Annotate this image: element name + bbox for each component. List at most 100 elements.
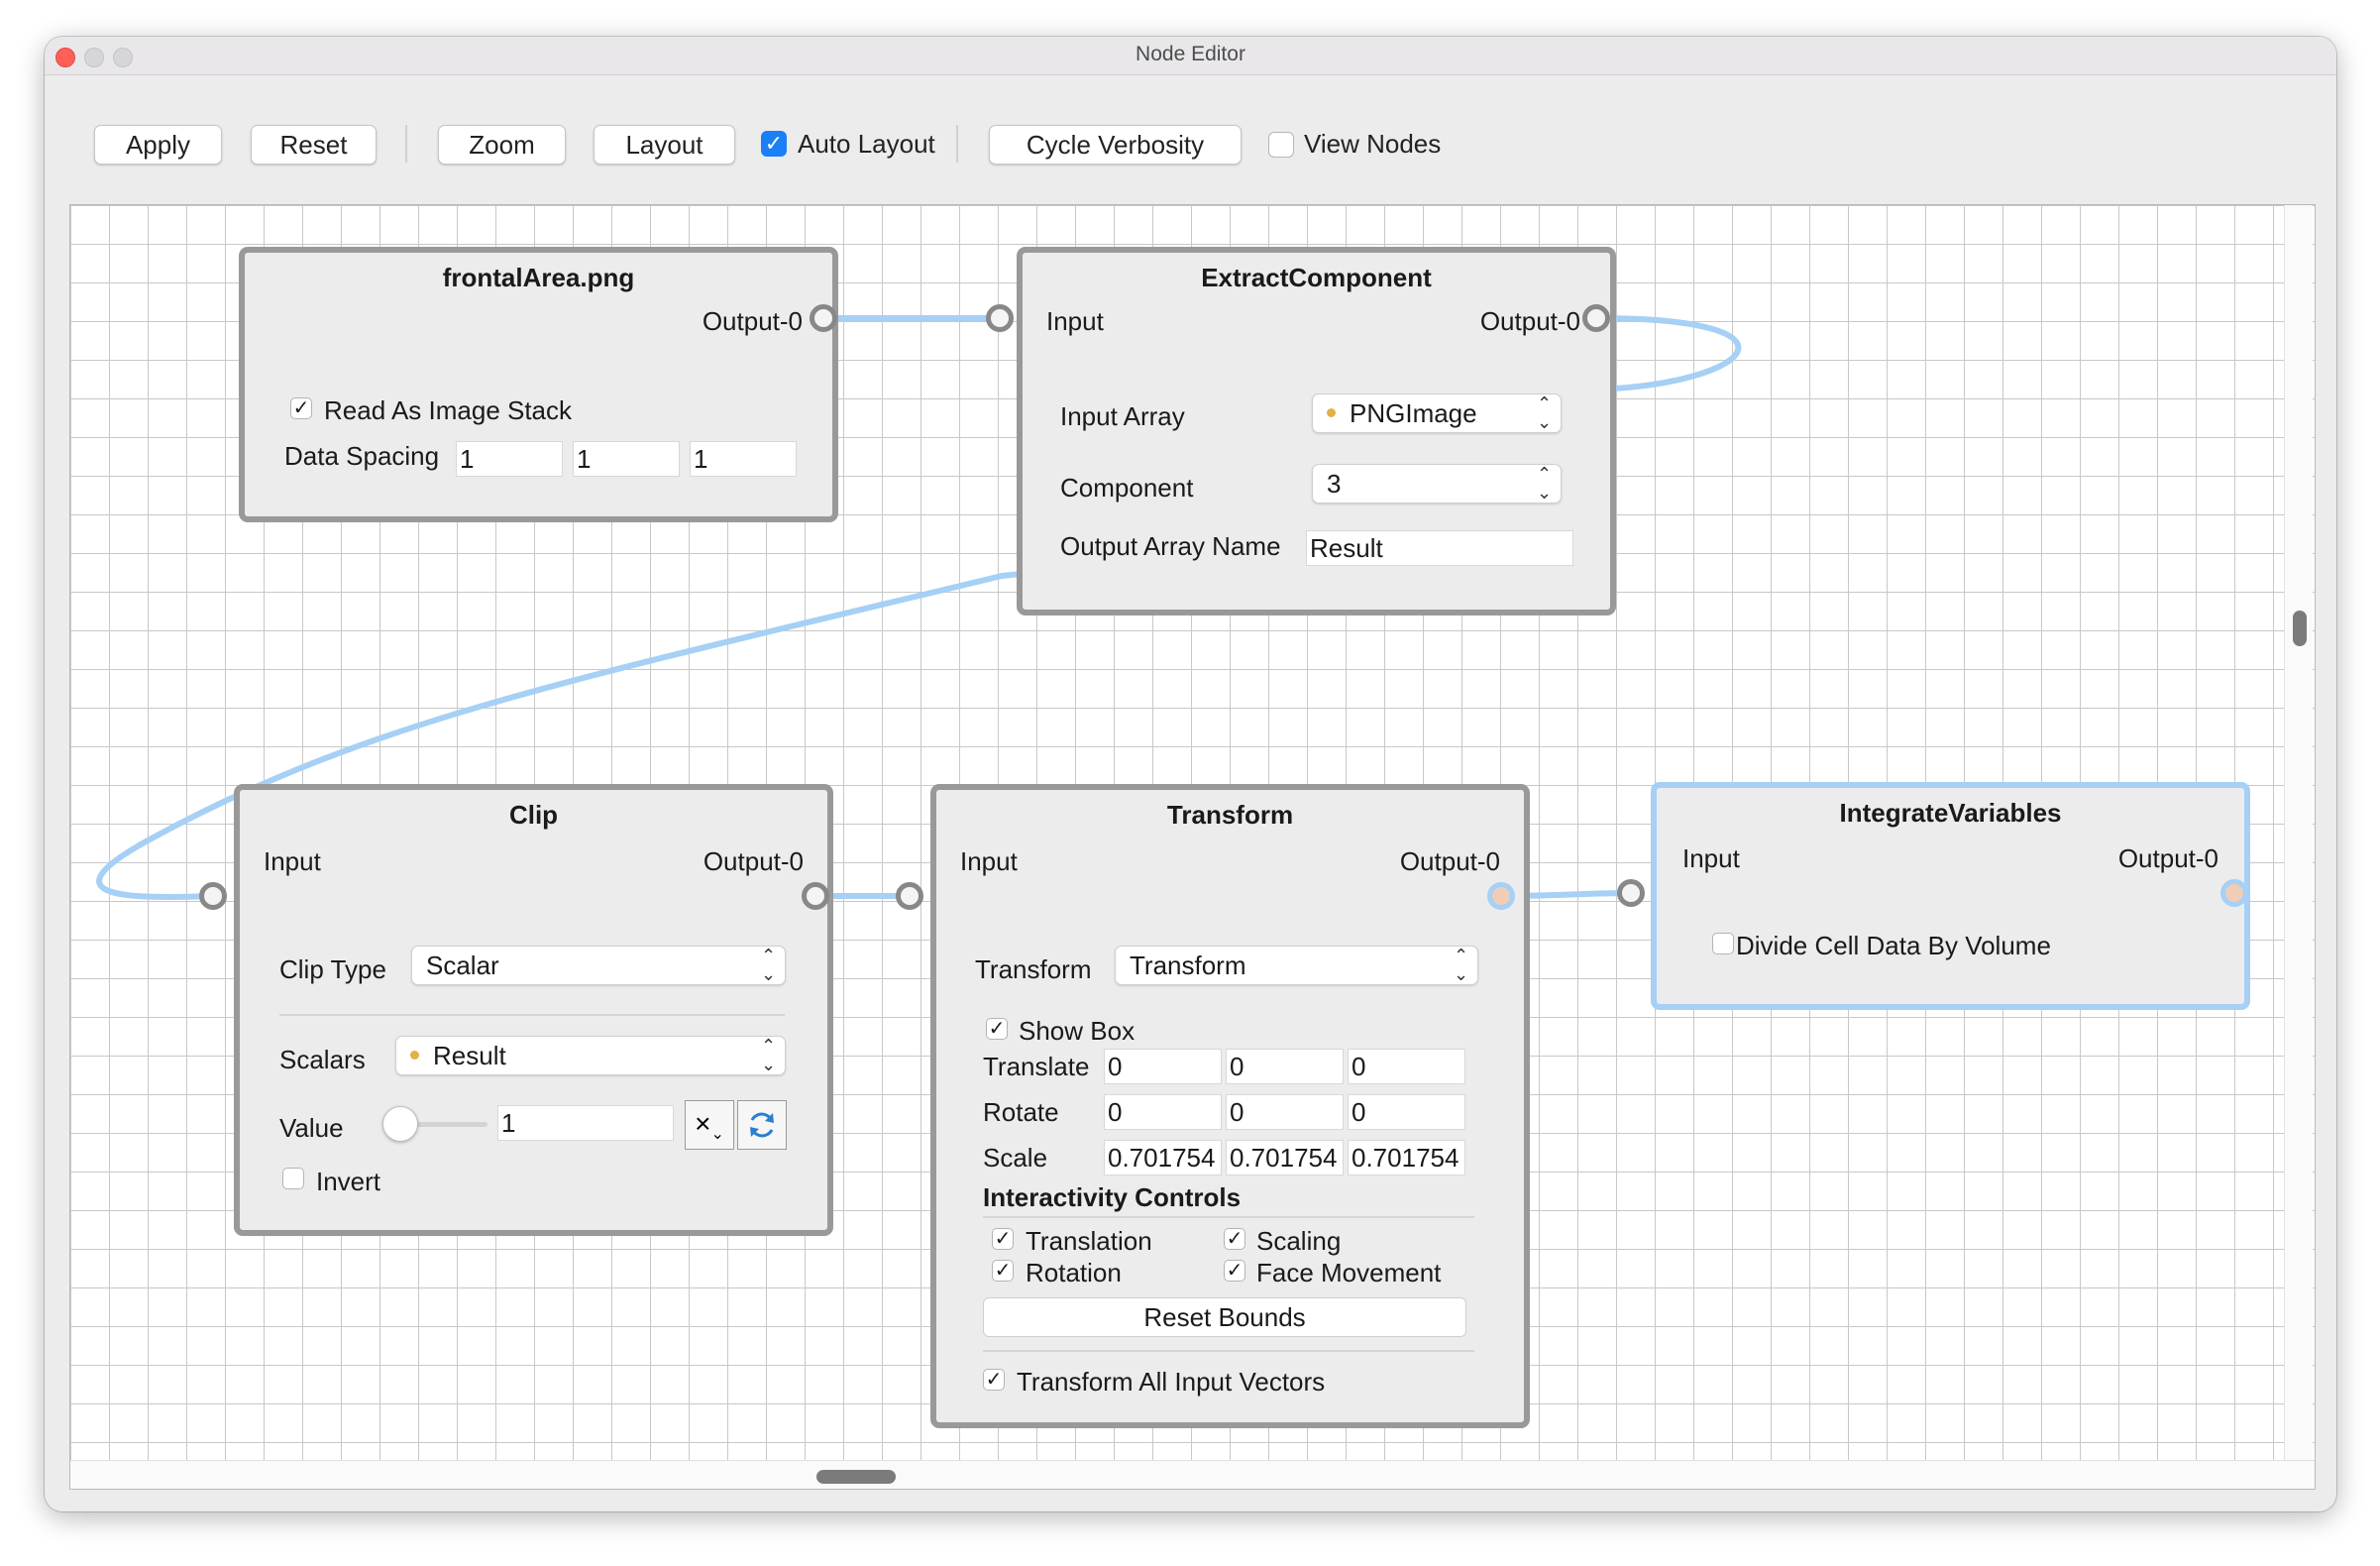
- rotate-y-field[interactable]: 0: [1226, 1094, 1344, 1130]
- show-box-label: Show Box: [1019, 1016, 1136, 1046]
- chevron-down-icon: ⌄: [710, 1126, 724, 1143]
- component-label: Component: [1060, 473, 1194, 503]
- node-title: frontalArea.png: [442, 263, 635, 292]
- input-port-label: Input: [960, 846, 1018, 876]
- clip-type-value: Scalar: [426, 951, 499, 980]
- node-title: Transform: [1166, 800, 1294, 830]
- output-port-label: Output-0: [2117, 843, 2218, 873]
- clip-output-port[interactable]: [802, 882, 829, 910]
- output-port-label: Output-0: [703, 846, 804, 876]
- up-down-chevron-icon: ⌃⌄: [1537, 393, 1553, 432]
- node-title: IntegrateVariables: [1839, 798, 2062, 828]
- scalars-label: Scalars: [279, 1045, 366, 1074]
- integrate-input-port[interactable]: [1617, 879, 1645, 907]
- minimize-window-button[interactable]: [84, 48, 104, 67]
- read-as-image-stack-checkbox[interactable]: ✓: [290, 397, 312, 419]
- output-array-name-field[interactable]: Result: [1306, 530, 1573, 566]
- up-down-chevron-icon: ⌃⌄: [761, 946, 777, 984]
- transform-input-port[interactable]: [896, 882, 923, 910]
- transform-all-input-vectors-label: Transform All Input Vectors: [1017, 1367, 1326, 1397]
- translate-label: Translate: [983, 1052, 1090, 1081]
- node-frontalarea-png[interactable]: frontalArea.png Output-0 ✓ Read As Image…: [239, 247, 838, 522]
- node-transform[interactable]: Transform Input Output-0 Transform Trans…: [930, 784, 1530, 1428]
- reset-range-button[interactable]: [737, 1100, 787, 1150]
- view-nodes-checkbox[interactable]: [1268, 132, 1294, 158]
- vertical-scroll-thumb[interactable]: [2293, 611, 2307, 646]
- scaling-label: Scaling: [1256, 1226, 1342, 1256]
- extract-input-port[interactable]: [986, 304, 1014, 332]
- up-down-chevron-icon: ⌃⌄: [1454, 946, 1469, 984]
- rotation-checkbox[interactable]: ✓: [992, 1260, 1014, 1282]
- invert-label: Invert: [316, 1167, 381, 1196]
- title-bar: Node Editor: [45, 37, 2336, 75]
- transform-value: Transform: [1130, 951, 1246, 980]
- read-as-image-stack-label: Read As Image Stack: [324, 395, 573, 425]
- input-port-label: Input: [264, 846, 321, 876]
- translate-z-field[interactable]: 0: [1348, 1049, 1465, 1084]
- scale-y-field[interactable]: 0.701754: [1226, 1140, 1344, 1175]
- rotate-x-field[interactable]: 0: [1104, 1094, 1222, 1130]
- link-extract-to-clip: [96, 315, 1742, 900]
- value-field[interactable]: 1: [497, 1105, 674, 1141]
- node-clip[interactable]: Clip Input Output-0 Clip Type Scalar ⌃⌄ …: [234, 784, 833, 1236]
- node-extractcomponent[interactable]: ExtractComponent Input Output-0 Input Ar…: [1017, 247, 1616, 615]
- data-spacing-y-field[interactable]: 1: [573, 441, 680, 477]
- layout-button[interactable]: Layout: [594, 125, 735, 165]
- clip-type-label: Clip Type: [279, 954, 386, 984]
- clip-input-port[interactable]: [199, 882, 227, 910]
- transform-combo[interactable]: Transform ⌃⌄: [1115, 946, 1478, 985]
- close-window-button[interactable]: [55, 48, 75, 67]
- maximize-window-button[interactable]: [113, 48, 133, 67]
- input-array-combo[interactable]: PNGImage ⌃⌄: [1312, 393, 1562, 433]
- data-spacing-label: Data Spacing: [284, 441, 440, 471]
- divider: [983, 1350, 1474, 1352]
- node-canvas[interactable]: frontalArea.png Output-0 ✓ Read As Image…: [69, 204, 2316, 1490]
- zoom-button[interactable]: Zoom: [438, 125, 566, 165]
- clip-type-combo[interactable]: Scalar ⌃⌄: [411, 946, 786, 985]
- output-array-name-label: Output Array Name: [1060, 531, 1281, 561]
- transform-output-port[interactable]: [1487, 882, 1515, 910]
- node-title: Clip: [508, 800, 559, 830]
- vertical-scrollbar[interactable]: [2284, 205, 2313, 1489]
- data-spacing-z-field[interactable]: 1: [690, 441, 797, 477]
- scale-x-field[interactable]: 0.701754: [1104, 1140, 1222, 1175]
- cycle-verbosity-button[interactable]: Cycle Verbosity: [989, 125, 1242, 165]
- integrate-output-port[interactable]: [2220, 879, 2248, 907]
- translate-x-field[interactable]: 0: [1104, 1049, 1222, 1084]
- range-menu-button[interactable]: ×⌄: [685, 1100, 734, 1150]
- input-port-label: Input: [1682, 843, 1740, 873]
- show-box-checkbox[interactable]: ✓: [986, 1018, 1008, 1040]
- rotation-label: Rotation: [1026, 1258, 1122, 1287]
- node-integratevariables[interactable]: IntegrateVariables Input Output-0 Divide…: [1651, 782, 2250, 1010]
- invert-checkbox[interactable]: [282, 1168, 304, 1189]
- horizontal-scroll-thumb[interactable]: [816, 1470, 896, 1484]
- output-port-label: Output-0: [1479, 306, 1580, 336]
- face-movement-checkbox[interactable]: ✓: [1224, 1260, 1245, 1282]
- refresh-icon: [750, 1112, 774, 1138]
- value-slider-track[interactable]: [388, 1122, 487, 1127]
- divide-cell-data-checkbox[interactable]: [1712, 933, 1734, 954]
- value-label: Value: [279, 1113, 344, 1143]
- component-combo[interactable]: 3 ⌃⌄: [1312, 464, 1562, 503]
- value-slider-knob[interactable]: [382, 1106, 418, 1142]
- scalars-combo[interactable]: Result ⌃⌄: [395, 1036, 786, 1075]
- scalars-value: Result: [433, 1041, 506, 1070]
- rotate-z-field[interactable]: 0: [1348, 1094, 1465, 1130]
- translate-y-field[interactable]: 0: [1226, 1049, 1344, 1084]
- translation-checkbox[interactable]: ✓: [992, 1228, 1014, 1250]
- auto-layout-checkbox[interactable]: ✓: [761, 131, 787, 157]
- reader-output-port[interactable]: [810, 304, 837, 332]
- extract-output-port[interactable]: [1582, 304, 1610, 332]
- node-title: ExtractComponent: [1201, 263, 1432, 292]
- reset-bounds-button[interactable]: Reset Bounds: [983, 1297, 1466, 1337]
- transform-all-input-vectors-checkbox[interactable]: ✓: [983, 1369, 1005, 1391]
- apply-button[interactable]: Apply: [94, 125, 222, 165]
- interactivity-controls-heading: Interactivity Controls: [983, 1182, 1242, 1212]
- scaling-checkbox[interactable]: ✓: [1224, 1228, 1245, 1250]
- input-array-label: Input Array: [1060, 401, 1185, 431]
- horizontal-scrollbar[interactable]: [70, 1460, 2315, 1489]
- data-spacing-x-field[interactable]: 1: [456, 441, 563, 477]
- array-point-icon: [410, 1050, 419, 1060]
- scale-z-field[interactable]: 0.701754: [1348, 1140, 1465, 1175]
- reset-button[interactable]: Reset: [251, 125, 377, 165]
